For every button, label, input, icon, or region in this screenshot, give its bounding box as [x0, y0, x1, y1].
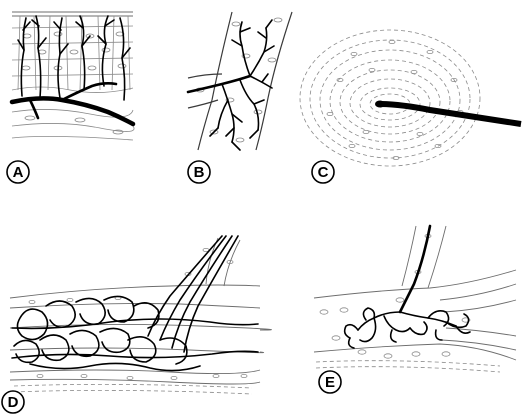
panel-e-illustration — [314, 226, 516, 372]
panel-d-label: D — [2, 391, 24, 413]
panel-b-illustration — [188, 12, 292, 150]
svg-text:C: C — [318, 164, 329, 181]
panel-b-label: B — [188, 161, 210, 183]
panel-c-illustration — [300, 30, 521, 166]
panel-e-label: E — [319, 371, 341, 393]
svg-text:B: B — [194, 164, 205, 181]
svg-text:A: A — [13, 164, 24, 181]
panel-c-label: C — [312, 161, 334, 183]
panel-a-label: A — [7, 161, 29, 183]
panel-a-illustration — [12, 12, 134, 140]
svg-text:D: D — [8, 394, 19, 411]
panel-d-illustration — [10, 236, 271, 394]
svg-text:E: E — [325, 374, 335, 391]
